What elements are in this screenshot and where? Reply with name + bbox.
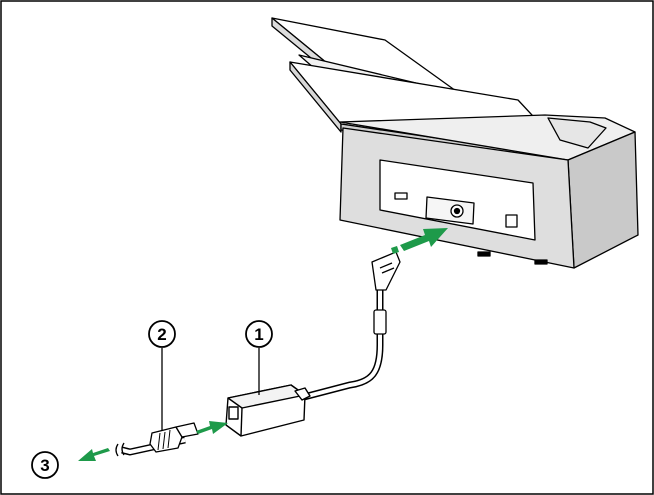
callout-3: 3 xyxy=(31,451,59,479)
dc-in-area xyxy=(425,196,475,225)
arrow-dash-scanner xyxy=(391,246,399,254)
arrow-right-icon xyxy=(196,421,228,434)
callout-1-label: 1 xyxy=(254,325,263,344)
security-slot xyxy=(505,214,518,228)
dc-plug xyxy=(371,251,401,291)
callout-3-label: 3 xyxy=(40,456,49,475)
callout-2: 2 xyxy=(148,320,176,348)
ac-inlet xyxy=(228,406,239,420)
scanner xyxy=(271,17,639,269)
ac-adapter xyxy=(225,384,311,437)
port-panel xyxy=(379,159,536,241)
callout-2-label: 2 xyxy=(157,325,166,344)
dc-cable xyxy=(296,286,387,402)
scanner-stopper xyxy=(547,117,607,149)
usb-port xyxy=(394,192,408,200)
ac-cord xyxy=(115,422,199,457)
ferrite-core xyxy=(373,309,387,335)
arrow-left-icon xyxy=(78,448,110,461)
arrow-right-icon xyxy=(400,228,448,251)
callout-1: 1 xyxy=(245,320,273,348)
